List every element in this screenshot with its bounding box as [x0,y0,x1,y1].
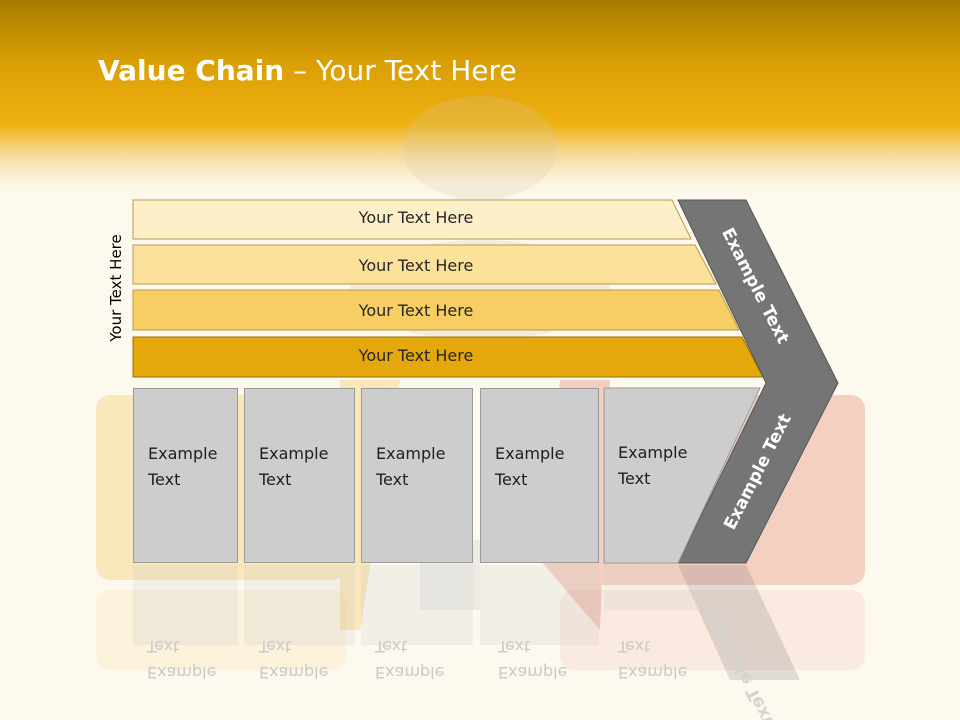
bar-1 [132,199,692,240]
chevron-arrow [677,199,839,564]
page-title: Value Chain – Your Text Here [98,54,517,87]
reflection-text-5: Example Text [618,637,688,682]
bar-3 [132,289,740,331]
bar-label-1: Your Text Here [358,208,474,227]
reflection-text-3: Example Text [375,637,445,682]
header-band [0,0,960,200]
reflection-chevron-text: Example Text [702,606,779,720]
bar-label-2: Your Text Here [358,256,474,275]
last-box-notch [603,387,761,564]
reflection-text-4: Example Text [498,637,568,682]
reflection-text-2: Example Text [259,637,329,682]
bar-2 [132,244,717,285]
reflection: Example Text Example Text Example Text E… [0,565,960,720]
bar-label-4: Your Text Here [358,346,474,365]
bar-label-3: Your Text Here [358,301,474,320]
reflection-text-1: Example Text [147,637,217,682]
